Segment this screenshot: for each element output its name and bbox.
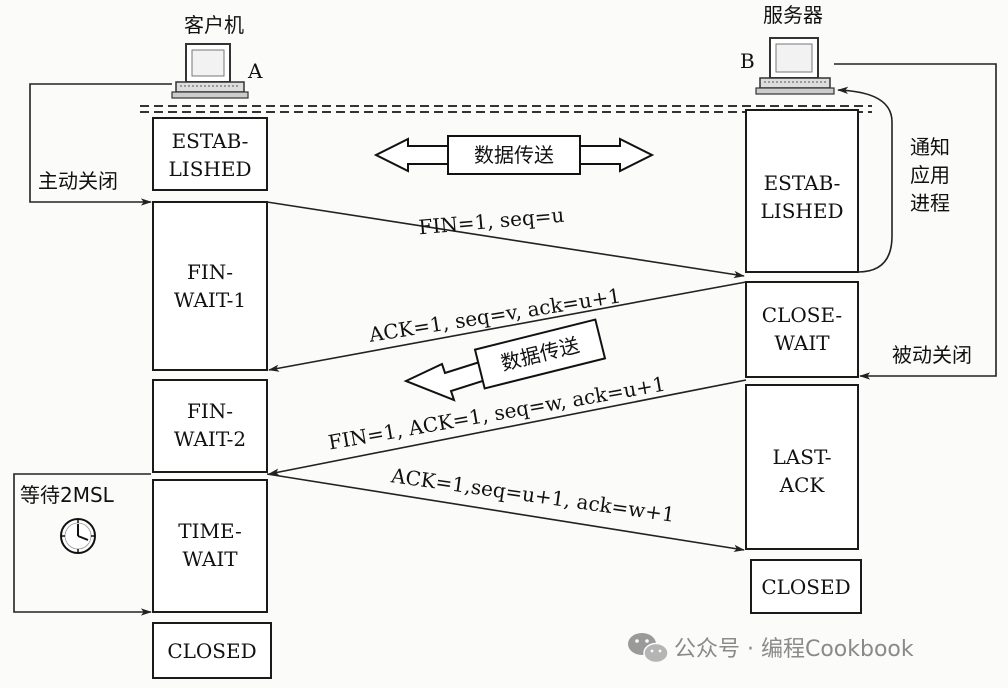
state-label: CLOSED bbox=[761, 575, 850, 599]
message-ack2: ACK=1,seq=u+1, ack=w+1 bbox=[266, 463, 745, 553]
watermark-text: 公众号 · 编程Cookbook bbox=[674, 637, 914, 662]
server-computer-icon bbox=[755, 37, 835, 95]
passive-close-indicator: 被动关闭 bbox=[834, 63, 997, 380]
state-label: WAIT-2 bbox=[174, 427, 246, 451]
passive-close-label: 被动关闭 bbox=[892, 343, 972, 367]
state-label: FIN- bbox=[187, 260, 233, 284]
state-label: ACK bbox=[779, 473, 826, 497]
state-label: LAST- bbox=[773, 445, 832, 469]
client-state-time-wait: TIME- WAIT bbox=[152, 479, 268, 613]
message-fin2: FIN=1, ACK=1, seq=w, ack=u+1 bbox=[268, 372, 747, 476]
state-label: WAIT bbox=[774, 331, 830, 355]
state-label: TIME- bbox=[178, 519, 241, 543]
data-transfer-double-arrow: 数据传送 bbox=[373, 135, 655, 175]
active-close-indicator: 主动关闭 bbox=[29, 83, 172, 206]
state-label: WAIT-1 bbox=[174, 288, 246, 312]
active-close-label: 主动关闭 bbox=[38, 169, 118, 193]
wait-2msl-indicator: 等待2MSL bbox=[13, 473, 152, 616]
state-label: WAIT bbox=[182, 547, 238, 571]
data-transfer-arrow: 数据传送 bbox=[403, 318, 607, 402]
client-computer-icon bbox=[171, 43, 249, 99]
wechat-icon bbox=[628, 633, 669, 664]
watermark: 公众号 · 编程Cookbook bbox=[628, 633, 914, 664]
client-host-label: 客户机 bbox=[184, 13, 244, 37]
data-transfer-label: 数据传送 bbox=[474, 143, 554, 167]
message-fin1-label: FIN=1, seq=u bbox=[418, 203, 566, 240]
server-state-closed: CLOSED bbox=[750, 559, 862, 614]
client-state-established: ESTAB- LISHED bbox=[152, 117, 268, 191]
message-ack2-label: ACK=1,seq=u+1, ack=w+1 bbox=[389, 463, 676, 527]
state-label: ESTAB- bbox=[764, 171, 841, 195]
state-label: LISHED bbox=[169, 157, 252, 181]
state-label: FIN- bbox=[187, 399, 233, 423]
notify-app-indicator: 通知 应用 进程 bbox=[837, 86, 950, 273]
notify-app-label-line2: 应用 bbox=[910, 163, 950, 187]
server-state-established: ESTAB- LISHED bbox=[745, 109, 859, 273]
client-state-fin-wait-2: FIN- WAIT-2 bbox=[152, 379, 268, 473]
state-label: LISHED bbox=[761, 199, 844, 223]
state-label: ESTAB- bbox=[172, 129, 249, 153]
client-state-fin-wait-1: FIN- WAIT-1 bbox=[152, 201, 268, 371]
server-id-label: B bbox=[740, 49, 755, 73]
server-host-label: 服务器 bbox=[763, 3, 823, 27]
client-state-closed: CLOSED bbox=[152, 622, 272, 679]
notify-app-label-line1: 通知 bbox=[910, 135, 950, 159]
message-fin1: FIN=1, seq=u bbox=[266, 201, 745, 279]
state-label: CLOSED bbox=[167, 639, 256, 663]
client-id-label: A bbox=[247, 59, 263, 83]
wait-2msl-label: 等待2MSL bbox=[20, 483, 115, 507]
state-label: CLOSE- bbox=[762, 303, 842, 327]
clock-icon bbox=[60, 518, 96, 554]
notify-app-label-line3: 进程 bbox=[910, 191, 950, 215]
server-state-last-ack: LAST- ACK bbox=[745, 384, 859, 550]
server-state-close-wait: CLOSE- WAIT bbox=[745, 281, 859, 378]
